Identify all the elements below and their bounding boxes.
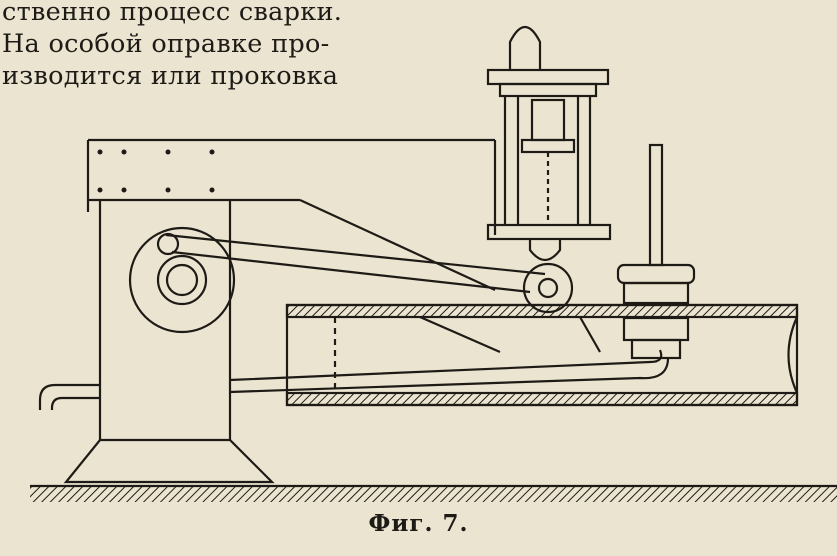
vertical-rod — [648, 143, 664, 267]
drive-wheel — [128, 226, 236, 334]
text-line: На особой оправке про- — [2, 29, 330, 59]
text-line: изводится или проковка — [2, 61, 339, 91]
machine-pillar — [98, 200, 232, 440]
ground-hatching — [30, 486, 837, 502]
rivets — [97, 149, 215, 193]
pipe — [285, 303, 799, 407]
upper-frame — [86, 138, 497, 291]
mandrel — [229, 315, 670, 394]
body-text: ственно процесс сварки. На особой оправк… — [2, 0, 342, 92]
connecting-rod — [165, 233, 546, 294]
machine-base — [63, 438, 275, 484]
figure-caption: Фиг. 7. — [368, 510, 469, 537]
text-line: ственно процесс сварки. — [2, 0, 343, 27]
ram-knob — [508, 25, 542, 70]
outlet-pipe — [38, 383, 100, 410]
